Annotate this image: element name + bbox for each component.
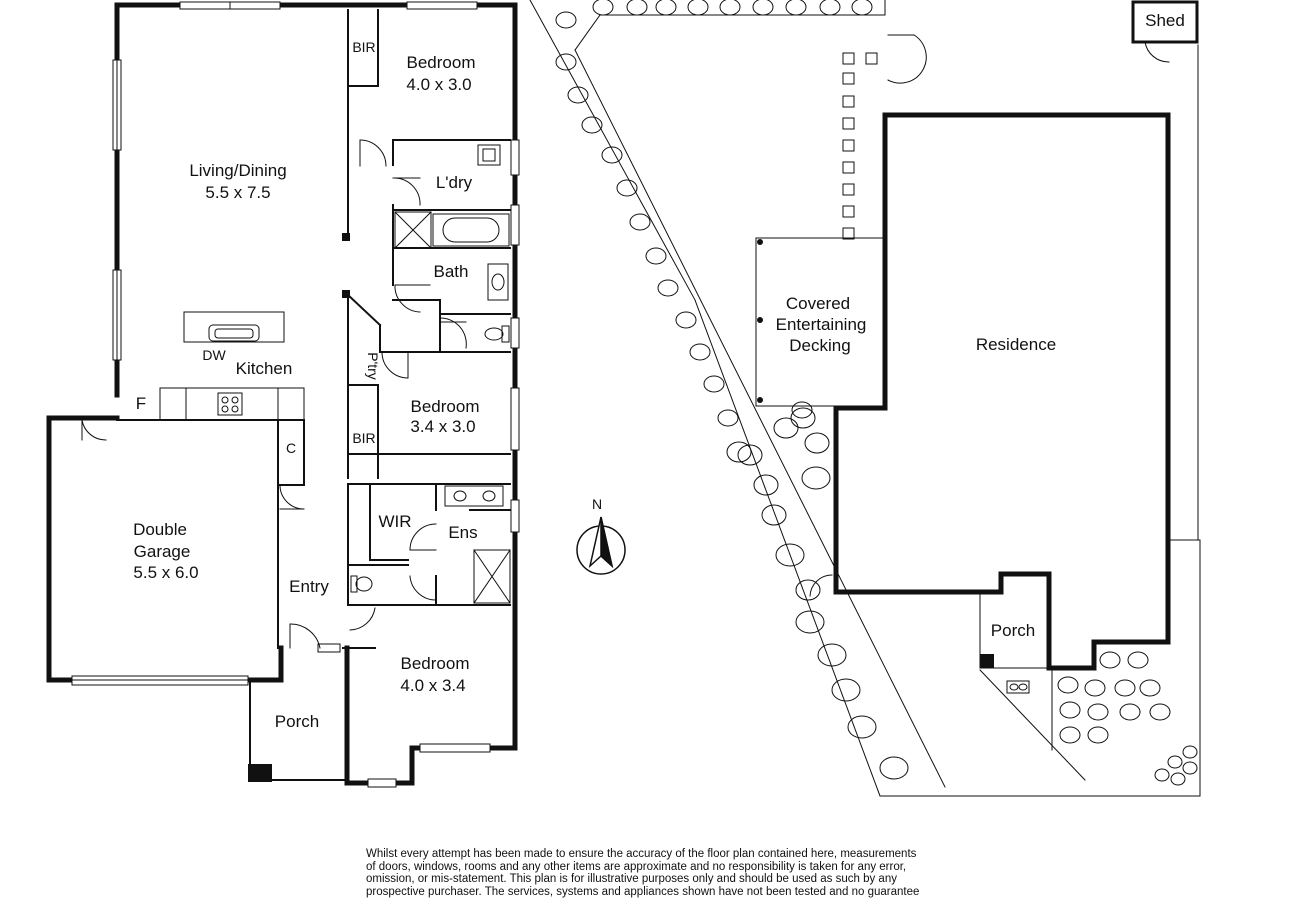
room-labels: Living/Dining 5.5 x 7.5 Bedroom 4.0 x 3.… [133,39,479,731]
kitchen-label: Kitchen [236,359,293,378]
site-labels: Shed Covered Entertaining Decking Reside… [592,11,1185,640]
living-size: 5.5 x 7.5 [205,183,270,202]
bedroom-top-size: 4.0 x 3.0 [406,75,471,94]
disclaimer-line: Whilst every attempt has been made to en… [366,848,917,860]
ensuite-label: Ens [448,523,477,542]
bedroom-front-size: 4.0 x 3.4 [400,676,465,695]
wall-stubs [248,233,350,782]
disclaimer-line: of doors, windows, rooms and any other i… [366,860,907,873]
entry-label: Entry [289,577,329,596]
site-porch-label: Porch [991,621,1035,640]
bedroom-top-label: Bedroom [407,53,476,72]
site-porch-post [980,654,994,668]
bedroom-mid-size: 3.4 x 3.0 [410,417,475,436]
residence-outline [833,112,1171,671]
shrubs [555,0,1198,786]
cupboard-label: C [286,440,296,456]
shed-label: Shed [1145,11,1185,30]
shed-door-swing [1144,41,1170,63]
dishwasher-label: DW [202,347,226,363]
decking-label-3: Decking [789,336,850,355]
decking-label-1: Covered [786,294,850,313]
decking-label-2: Entertaining [776,315,867,334]
garage-label-2: Garage [134,542,191,561]
decking-posts [757,239,763,403]
disclaimer: Whilst every attempt has been made to en… [366,848,946,898]
bath-label: Bath [434,262,469,281]
decking-outline [755,237,886,407]
laundry-label: L'dry [436,173,473,192]
living-label: Living/Dining [189,161,286,180]
porch-main-label: Porch [275,712,319,731]
pantry-label: P'try [365,352,381,380]
north-arrow-icon [576,516,626,575]
bir-top-label: BIR [352,39,375,55]
garden-lines [529,0,1201,797]
fridge-label: F [136,394,146,413]
door-swings [81,139,467,649]
garage-label-1: Double [133,520,187,539]
residence-label: Residence [976,335,1056,354]
wir-label: WIR [378,512,411,531]
bedroom-front-label: Bedroom [401,654,470,673]
window-frames [71,1,520,788]
fixtures [159,144,511,604]
bir-mid-label: BIR [352,430,375,446]
bedroom-mid-label: Bedroom [411,397,480,416]
disclaimer-line: omission, or mis-statement. This plan is… [366,873,897,886]
stepping-stones [842,52,878,240]
north-label: N [592,496,602,512]
disclaimer-line: prospective purchaser. The services, sys… [366,885,920,898]
shed-outline [1131,0,1199,44]
garage-size: 5.5 x 6.0 [133,563,198,582]
